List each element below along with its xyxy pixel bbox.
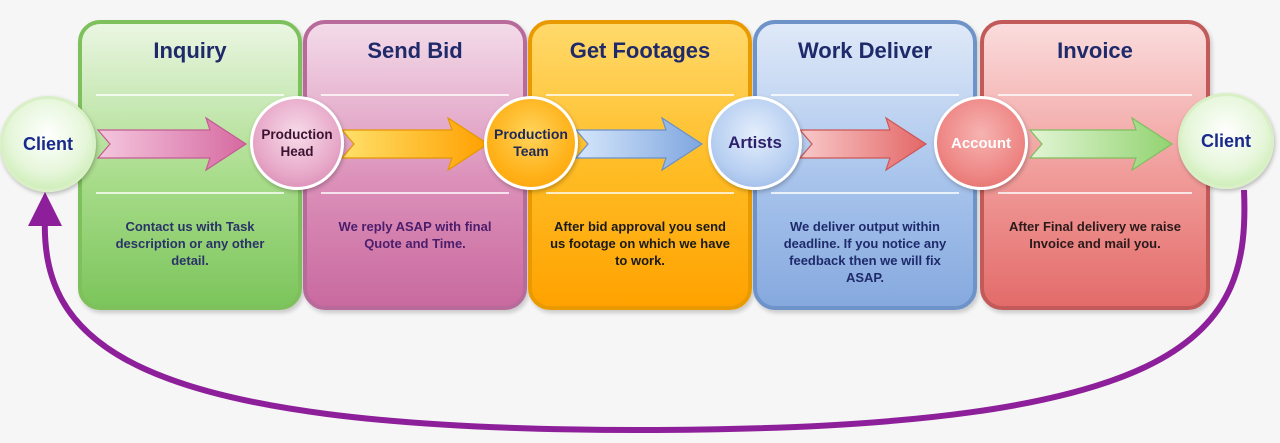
- divider: [321, 94, 509, 96]
- arrow-production-head-to-team: [340, 116, 490, 172]
- stage-title: Inquiry: [153, 38, 227, 63]
- stage-title: Invoice: [1057, 38, 1133, 63]
- arrow-account-to-client: [1028, 116, 1174, 172]
- divider: [321, 192, 509, 194]
- node-client-start: Client: [0, 96, 96, 192]
- stage-description: We reply ASAP with final Quote and Time.: [338, 219, 492, 251]
- divider: [546, 192, 734, 194]
- divider: [771, 192, 959, 194]
- node-account: Account: [934, 96, 1028, 190]
- stage-title: Work Deliver: [797, 38, 933, 63]
- divider: [771, 94, 959, 96]
- arrow-team-to-artists: [574, 116, 704, 172]
- stage-description: We deliver output within deadline. If yo…: [783, 219, 947, 285]
- stage-title: Get Footages: [569, 38, 711, 63]
- node-client-end: Client: [1178, 93, 1274, 189]
- stage-description: Contact us with Task description or any …: [115, 219, 265, 268]
- node-production-head: Production Head: [250, 96, 344, 190]
- divider: [546, 94, 734, 96]
- arrow-client-to-production-head: [96, 116, 248, 172]
- stage-title: Send Bid: [367, 38, 463, 63]
- divider: [96, 192, 284, 194]
- divider: [998, 192, 1192, 194]
- arrow-artists-to-account: [798, 116, 928, 172]
- node-production-team: Production Team: [484, 96, 578, 190]
- stage-description: After bid approval you send us footage o…: [550, 219, 730, 268]
- loop-arrow-head: [28, 192, 62, 226]
- node-artists: Artists: [708, 96, 802, 190]
- divider: [998, 94, 1192, 96]
- loop-arrow: [41, 189, 1248, 434]
- stage-description: After Final delivery we raise Invoice an…: [1009, 219, 1181, 251]
- divider: [96, 94, 284, 96]
